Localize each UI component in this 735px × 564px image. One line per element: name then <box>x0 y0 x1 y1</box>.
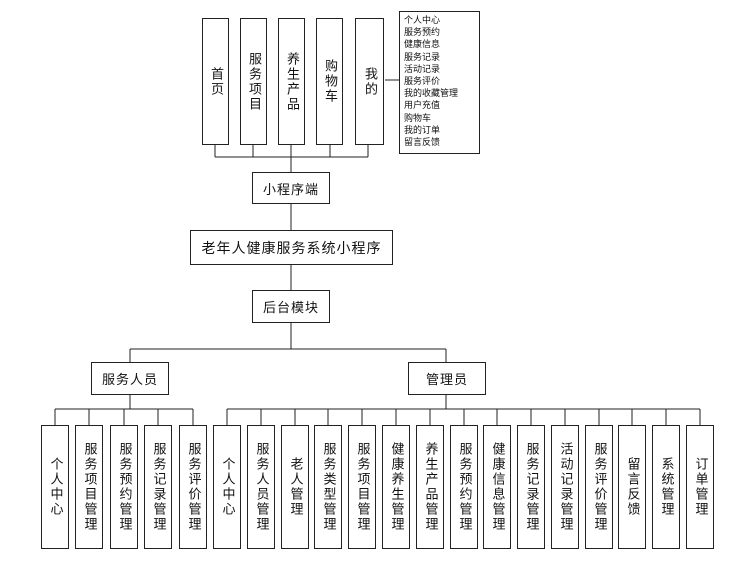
list-item: 服务预约 <box>404 28 441 39</box>
admin-module-label: 养生产品管理 <box>422 442 438 532</box>
staff-module-label: 服务项目管理 <box>81 442 97 532</box>
staff-module-box: 服务项目管理 <box>75 425 103 549</box>
admin-module-box: 留言反馈 <box>618 425 646 549</box>
admin-module-box: 健康信息管理 <box>483 425 511 549</box>
admin-module-label: 系统管理 <box>658 457 674 517</box>
admin-module-box: 老人管理 <box>281 425 309 549</box>
role-admin: 管理员 <box>408 362 486 395</box>
list-item: 服务评价 <box>404 77 441 88</box>
staff-module-box: 服务预约管理 <box>110 425 138 549</box>
staff-module-box: 服务记录管理 <box>144 425 172 549</box>
admin-module-label: 健康信息管理 <box>489 442 505 532</box>
list-item: 购物车 <box>404 113 432 124</box>
admin-module-box: 服务人员管理 <box>247 425 275 549</box>
staff-module-box: 个人中心 <box>41 425 69 549</box>
tab-mine-label: 我的 <box>362 66 377 97</box>
system-node-label: 老年人健康服务系统小程序 <box>201 240 382 257</box>
tab-wellness-products-box: 养生产品 <box>278 18 305 145</box>
tab-home-label: 首页 <box>208 66 223 97</box>
admin-module-label: 服务类型管理 <box>320 442 336 532</box>
admin-module-box: 服务记录管理 <box>517 425 545 549</box>
tab-wellness-products-label: 养生产品 <box>284 51 299 112</box>
list-item: 活动记录 <box>404 64 441 75</box>
list-item: 我的订单 <box>404 125 441 136</box>
system-node: 老年人健康服务系统小程序 <box>190 230 393 265</box>
admin-module-box: 订单管理 <box>686 425 714 549</box>
admin-module-box: 养生产品管理 <box>416 425 444 549</box>
list-item: 个人中心 <box>404 16 441 26</box>
admin-module-box: 活动记录管理 <box>551 425 579 549</box>
admin-module-box: 个人中心 <box>213 425 241 549</box>
tab-service-items-box: 服务项目 <box>240 18 267 145</box>
list-item: 健康信息 <box>404 40 441 51</box>
admin-module-box: 健康养生管理 <box>382 425 410 549</box>
admin-module-box: 系统管理 <box>652 425 680 549</box>
tab-mine-box: 我的 <box>355 18 384 145</box>
admin-module-label: 老人管理 <box>287 457 303 517</box>
admin-module-label: 服务项目管理 <box>354 442 370 532</box>
staff-module-label: 个人中心 <box>47 457 63 517</box>
admin-module-box: 服务项目管理 <box>348 425 376 549</box>
admin-module-label: 活动记录管理 <box>557 442 573 532</box>
staff-module-label: 服务记录管理 <box>150 442 166 532</box>
backend-node-label: 后台模块 <box>262 301 319 316</box>
client-node-label: 小程序端 <box>262 182 319 198</box>
tab-cart-box: 购物车 <box>316 18 343 145</box>
my-submenu-list: 个人中心 服务预约 健康信息 服务记录 活动记录 服务评价 我的收藏管理 用户充… <box>399 11 480 154</box>
admin-module-label: 个人中心 <box>219 457 235 517</box>
client-node: 小程序端 <box>252 172 330 204</box>
admin-module-box: 服务预约管理 <box>450 425 478 549</box>
role-service-staff: 服务人员 <box>91 362 169 395</box>
admin-module-label: 服务评价管理 <box>591 442 607 532</box>
list-item: 用户充值 <box>404 101 441 112</box>
admin-module-box: 服务评价管理 <box>585 425 613 549</box>
backend-node: 后台模块 <box>252 290 330 323</box>
tab-cart-label: 购物车 <box>322 59 337 104</box>
list-item: 我的收藏管理 <box>404 89 459 100</box>
admin-module-label: 服务预约管理 <box>456 442 472 532</box>
staff-module-label: 服务预约管理 <box>116 442 132 532</box>
role-service-staff-label: 服务人员 <box>101 373 158 388</box>
staff-module-box: 服务评价管理 <box>179 425 207 549</box>
role-admin-label: 管理员 <box>425 373 468 388</box>
tab-home-box: 首页 <box>202 18 229 145</box>
admin-module-label: 订单管理 <box>692 457 708 517</box>
tab-service-items-label: 服务项目 <box>246 51 261 112</box>
staff-module-label: 服务评价管理 <box>185 442 201 532</box>
list-item: 留言反馈 <box>404 138 441 149</box>
list-item: 服务记录 <box>404 52 441 63</box>
admin-module-label: 服务记录管理 <box>523 442 539 532</box>
admin-module-label: 留言反馈 <box>624 457 640 517</box>
admin-module-box: 服务类型管理 <box>314 425 342 549</box>
admin-module-label: 服务人员管理 <box>253 442 269 532</box>
admin-module-label: 健康养生管理 <box>388 442 404 532</box>
